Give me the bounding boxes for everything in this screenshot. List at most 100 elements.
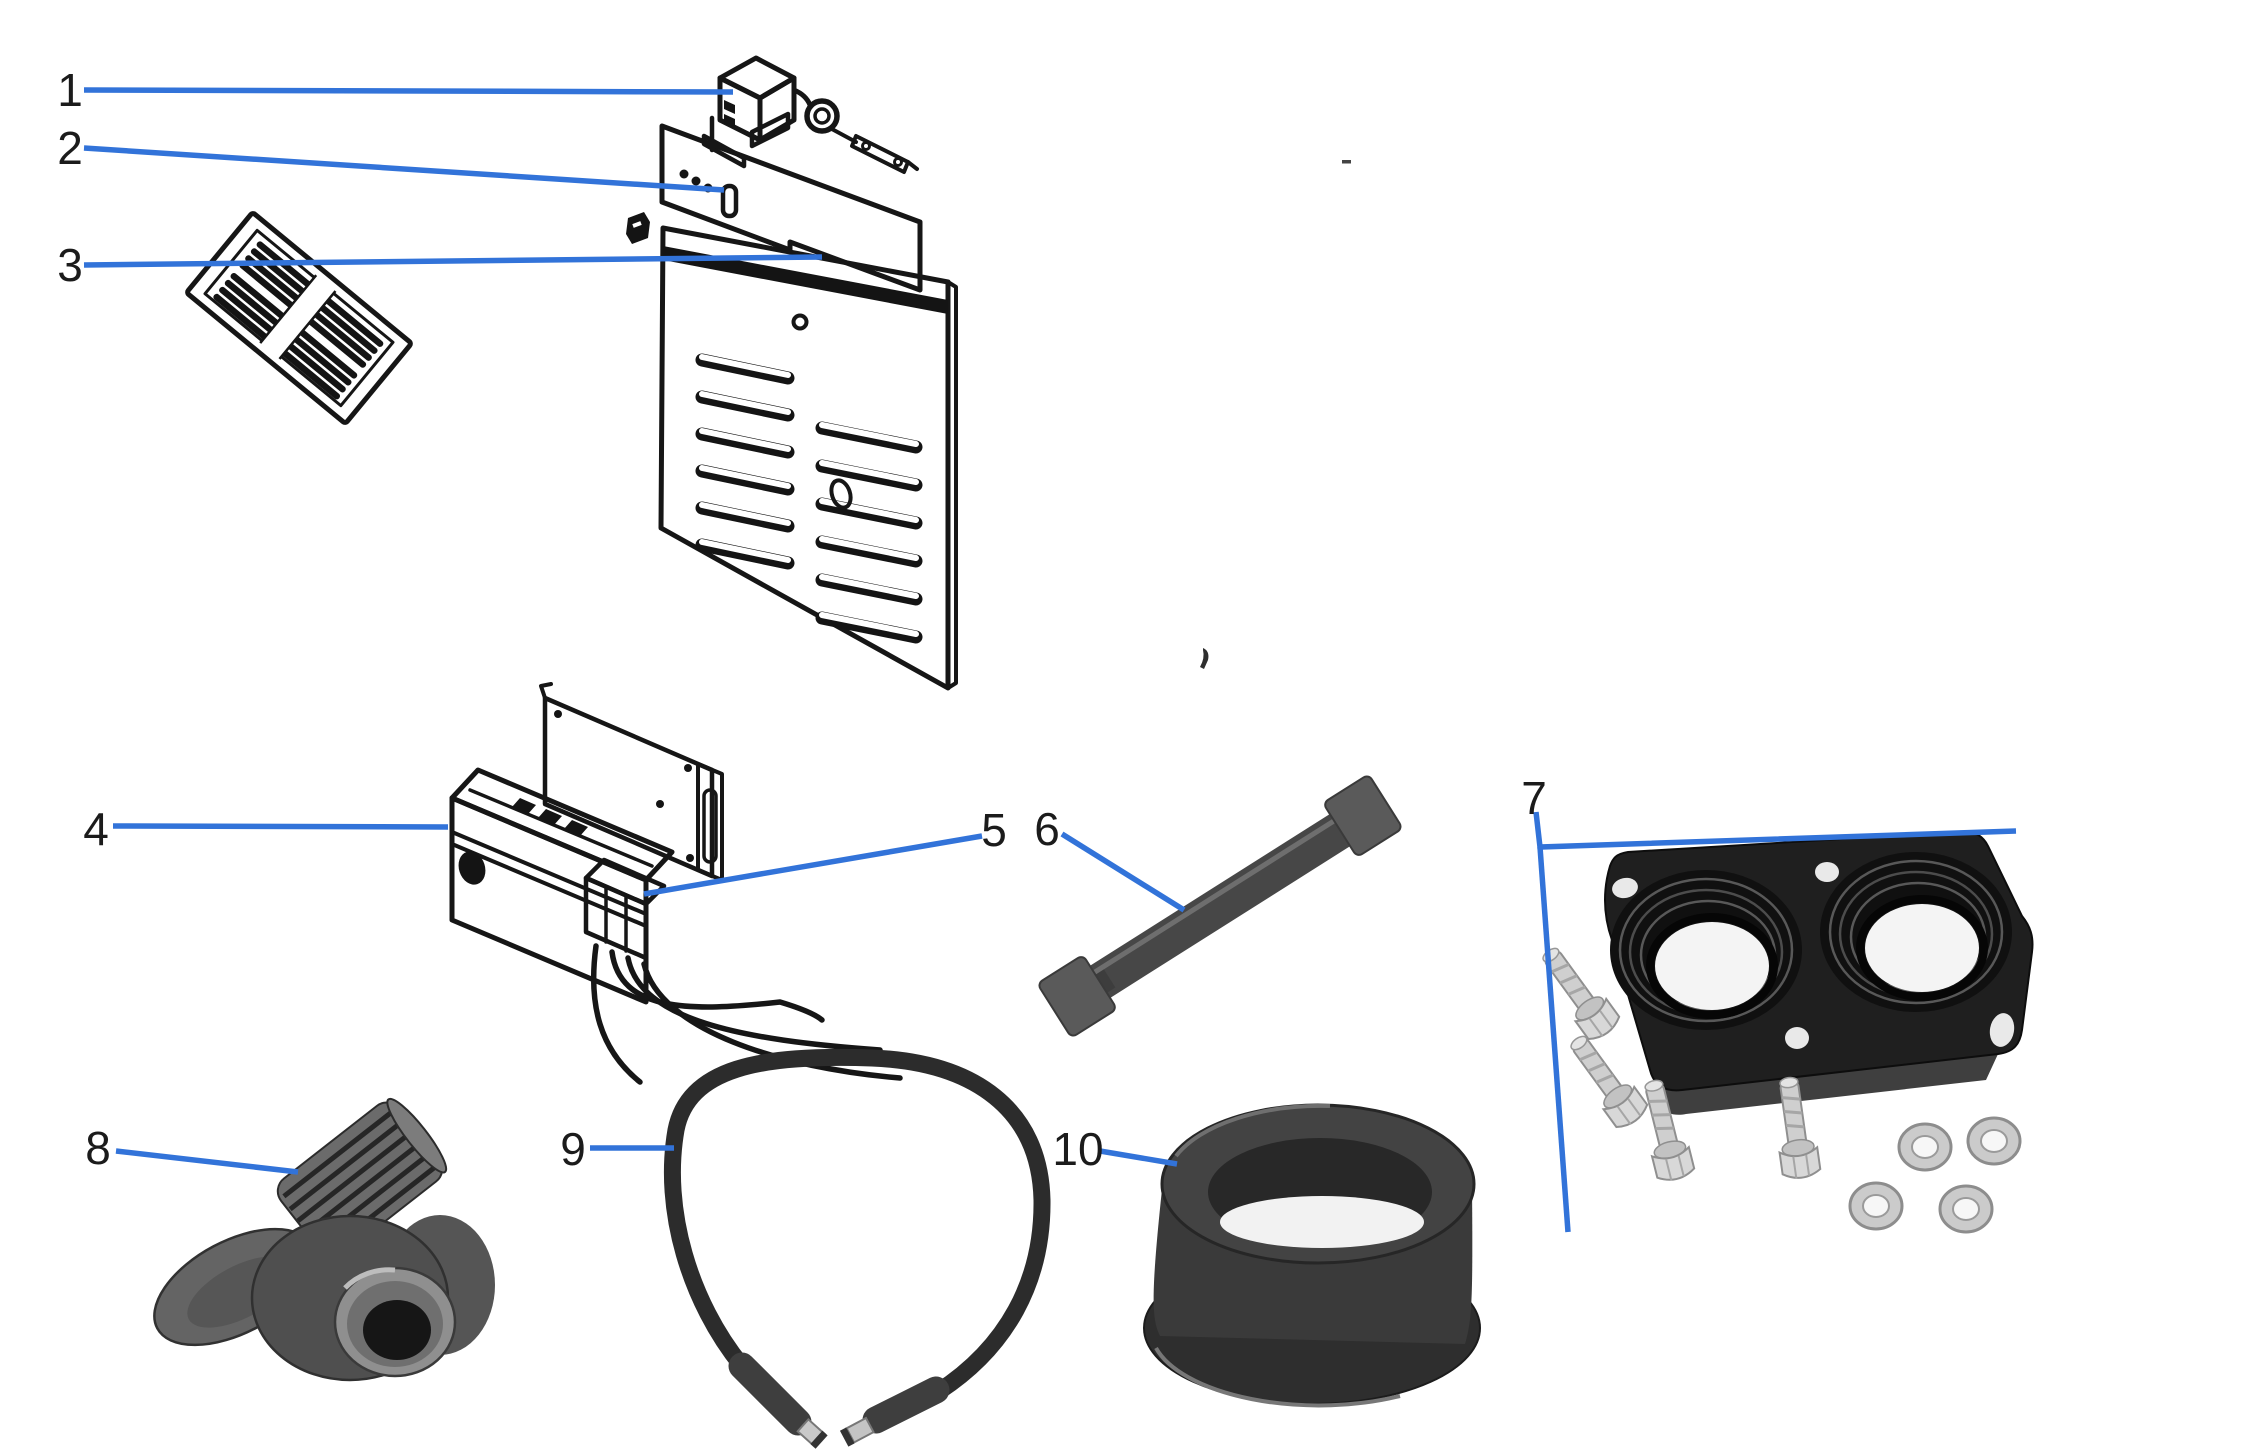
collar-flange-highlight — [1154, 1347, 1401, 1408]
flange-side-face — [1656, 1054, 1998, 1115]
cable-tip-left — [796, 1417, 828, 1449]
capillary-coil-icon — [804, 98, 840, 134]
callout-8-leader-line — [115, 1148, 299, 1175]
callout-5-leader-line — [643, 833, 983, 897]
flange-corner-hole-4 — [1989, 1013, 2015, 1047]
print-speck-tick — [1200, 648, 1209, 669]
callout-8-label: 8 — [85, 1122, 111, 1174]
probe-tip — [906, 160, 919, 171]
clip-fastener-icon — [626, 212, 650, 244]
bracket-hole-2 — [684, 764, 692, 772]
washer-2 — [1966, 1116, 2022, 1166]
callout-10: 10 — [1052, 1123, 1178, 1175]
callout-9-label: 9 — [560, 1123, 586, 1175]
inner-door-strip-drawing — [659, 123, 923, 293]
rod-body — [1086, 812, 1354, 1000]
switch-terminals — [724, 100, 735, 128]
valve-threaded-nipple — [276, 1097, 448, 1259]
washer-4 — [1938, 1184, 1994, 1234]
wire-2 — [609, 949, 825, 1023]
flange-corner-hole-2 — [1815, 862, 1839, 882]
control-box-band — [450, 830, 648, 928]
wiring-connector-drawing — [583, 857, 667, 961]
callout-4: 4 — [83, 803, 449, 855]
flange-port-right — [1820, 852, 2012, 1012]
collar-rim-highlight — [1174, 1103, 1331, 1158]
cable-wire — [663, 1048, 1051, 1433]
clip-body — [626, 212, 650, 244]
drain-valve-photo — [153, 1097, 495, 1382]
strip-hole-2 — [691, 176, 701, 186]
strip-hole-1 — [679, 169, 689, 179]
door-strip — [659, 123, 923, 293]
callout-6-leader-line — [1060, 831, 1186, 913]
door-screw-hole — [791, 313, 809, 331]
callout-1: 1 — [57, 64, 734, 116]
switch-flange — [749, 111, 791, 149]
callout-9: 9 — [560, 1123, 674, 1175]
rod-highlight — [1091, 817, 1338, 976]
door-top-band — [663, 246, 948, 314]
switch-side-face — [757, 75, 797, 143]
callout-7-label: 7 — [1521, 772, 1547, 824]
terminal-block — [512, 798, 588, 836]
sensor-probe — [850, 134, 910, 174]
wire-4 — [641, 961, 903, 1081]
bracket-hole-3 — [656, 800, 664, 808]
callout-10-label: 10 — [1052, 1123, 1103, 1175]
collar-see-through-gap — [1220, 1196, 1424, 1248]
bracket-slot — [702, 788, 718, 864]
washer-1 — [1897, 1122, 1953, 1172]
callout-5: 5 — [643, 804, 1007, 897]
bracket-tab — [539, 682, 553, 700]
callouts-layer: 1 2 3 4 5 6 7 8 — [57, 64, 2017, 1233]
capillary-wire — [828, 126, 858, 144]
probe-hole-a — [861, 141, 871, 151]
vent-grille-drawing — [185, 211, 413, 425]
flange-corner-hole-1 — [1612, 877, 1638, 899]
cable-tip-right — [839, 1416, 875, 1447]
flange-kit-photo — [1531, 830, 2034, 1234]
callout-8: 8 — [85, 1122, 299, 1175]
valve-port-hole — [363, 1300, 431, 1360]
control-box-drawing — [449, 682, 903, 1085]
callout-2-leader-line — [83, 145, 725, 193]
bracket-hole-1 — [554, 710, 562, 718]
callout-4-leader-line — [112, 823, 449, 830]
door-thickness — [946, 280, 958, 690]
flange-corner-hole-3 — [1785, 1027, 1809, 1049]
grille-rib-edges — [259, 274, 337, 360]
bolt-2 — [1559, 1026, 1653, 1134]
callout-10-leader-line — [1099, 1148, 1178, 1167]
door-louvers-light — [699, 354, 919, 637]
callout-2-label: 2 — [57, 122, 83, 174]
control-box-ridge — [468, 788, 654, 868]
callout-6: 6 — [1034, 803, 1186, 913]
louvered-door-drawing — [658, 225, 958, 691]
capillary-lead — [791, 87, 813, 108]
callout-7-leader-leg — [1537, 846, 1571, 1233]
clip-notch — [632, 221, 642, 228]
control-box-front — [449, 795, 649, 1005]
rod-end-block-left — [1038, 956, 1116, 1037]
cable-boot-left — [728, 1352, 812, 1436]
grille-frame — [185, 211, 413, 425]
print-speck-dash — [1342, 160, 1351, 164]
callout-7: 7 — [1521, 772, 2017, 1233]
cable-boot-right — [862, 1376, 950, 1434]
wire-3 — [625, 955, 883, 1053]
control-knob-hole — [458, 851, 486, 885]
callout-3-label: 3 — [57, 239, 83, 291]
collar-ring-photo — [1143, 1103, 1481, 1408]
control-box-top — [449, 767, 675, 883]
door-oval-hole — [829, 478, 853, 510]
igniter-cable-photo — [663, 1048, 1051, 1449]
callout-1-label: 1 — [57, 64, 83, 116]
bracket-hole-4 — [686, 854, 694, 862]
callout-6-label: 6 — [1034, 803, 1060, 855]
callout-5-label: 5 — [981, 804, 1007, 856]
rod-photo — [1038, 775, 1402, 1037]
strip-slot — [720, 183, 739, 219]
